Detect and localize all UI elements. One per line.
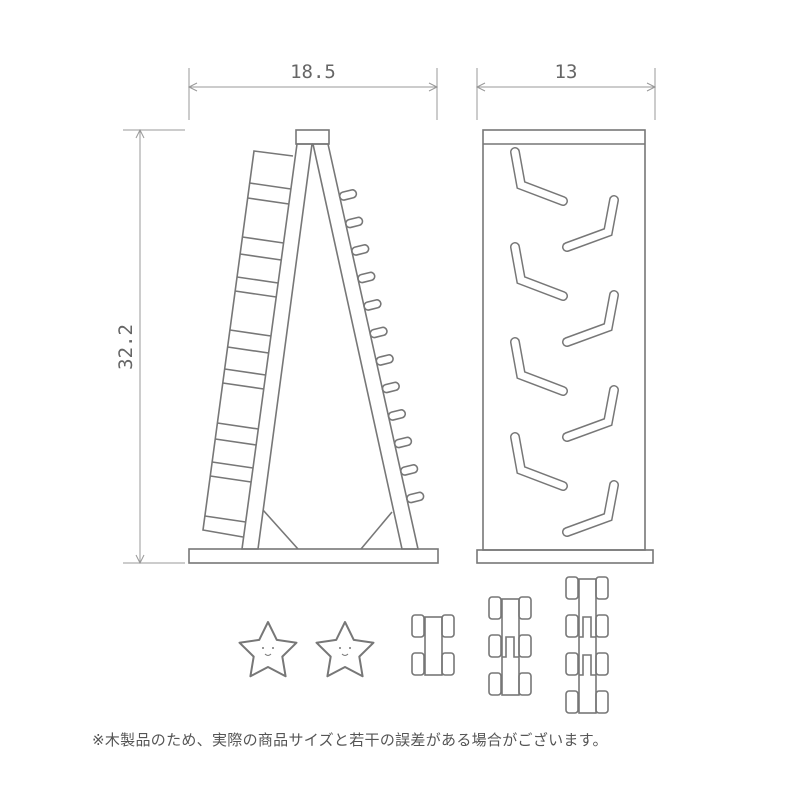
car-connector	[502, 636, 519, 658]
track-pegs	[338, 189, 425, 504]
track-divider	[240, 253, 282, 261]
ramp	[563, 386, 618, 441]
front-view	[188, 129, 439, 564]
track-divider	[224, 368, 266, 376]
wheel	[595, 614, 609, 638]
front-width-label: 18.5	[290, 61, 336, 83]
parts	[238, 576, 609, 714]
car-connector	[579, 616, 596, 638]
peg	[363, 299, 382, 311]
peg	[387, 409, 407, 421]
top-cap	[295, 129, 330, 145]
side-base	[476, 549, 654, 564]
height-label: 32.2	[115, 324, 137, 370]
car-connector	[579, 654, 596, 676]
peg	[338, 189, 358, 201]
ramp	[511, 338, 567, 395]
peg	[357, 271, 376, 284]
car-piece-2	[488, 596, 532, 696]
wheel	[488, 634, 502, 658]
wheel	[441, 614, 455, 638]
side-width-label: 13	[555, 61, 578, 83]
track-divider	[204, 515, 246, 523]
ramps	[510, 147, 619, 537]
wheel	[488, 672, 502, 696]
peg	[344, 216, 364, 229]
track-divider	[215, 438, 257, 446]
dimension-front-width: 18.5	[187, 61, 439, 120]
track-divider	[210, 475, 252, 483]
wheel	[565, 652, 579, 676]
left-leg	[241, 143, 313, 550]
wheel	[518, 672, 532, 696]
wheel	[565, 576, 579, 600]
peg	[406, 491, 425, 504]
star-piece	[315, 621, 375, 678]
track-divider	[222, 382, 264, 390]
track-divider	[236, 276, 279, 284]
wheel	[411, 614, 425, 638]
disclaimer-note: ※木製品のため、実際の商品サイズと若干の誤差がある場合がございます。	[92, 731, 608, 749]
wheel	[518, 596, 532, 620]
car-body	[578, 578, 597, 714]
wheel	[595, 652, 609, 676]
track-divider	[235, 290, 277, 298]
right-leg	[312, 143, 419, 550]
ramp	[563, 481, 618, 536]
wheel	[488, 596, 502, 620]
ramp	[563, 291, 618, 346]
track-divider	[227, 346, 269, 354]
wheel	[411, 652, 425, 676]
peg	[375, 354, 394, 366]
track-dividers	[204, 182, 292, 523]
peg	[393, 436, 413, 449]
side-view	[476, 129, 654, 564]
wheel	[595, 576, 609, 600]
track-panel	[202, 150, 294, 538]
wheel	[441, 652, 455, 676]
track-divider	[242, 236, 284, 244]
track-divider	[217, 422, 259, 430]
ramp	[563, 196, 618, 251]
car-piece-3	[565, 576, 609, 714]
track-divider	[249, 182, 292, 190]
wheel	[565, 614, 579, 638]
base-plate	[188, 548, 439, 564]
peg	[351, 244, 370, 256]
ramp	[511, 243, 567, 300]
ramp	[511, 148, 567, 205]
ramp	[511, 433, 567, 490]
left-brace	[262, 509, 299, 550]
car-piece-1	[411, 614, 455, 676]
car-body	[424, 616, 443, 676]
track-divider	[212, 461, 254, 469]
wheel	[518, 634, 532, 658]
star-piece	[238, 621, 298, 678]
peg	[399, 464, 419, 476]
dimension-height: 32.2	[115, 128, 185, 565]
track-divider	[229, 329, 272, 337]
track-divider	[247, 197, 289, 205]
peg	[381, 381, 400, 394]
right-brace	[360, 511, 393, 550]
peg	[369, 326, 388, 339]
dimension-side-width: 13	[475, 61, 657, 120]
car-body	[501, 598, 520, 696]
wheel	[595, 690, 609, 714]
wheel	[565, 690, 579, 714]
